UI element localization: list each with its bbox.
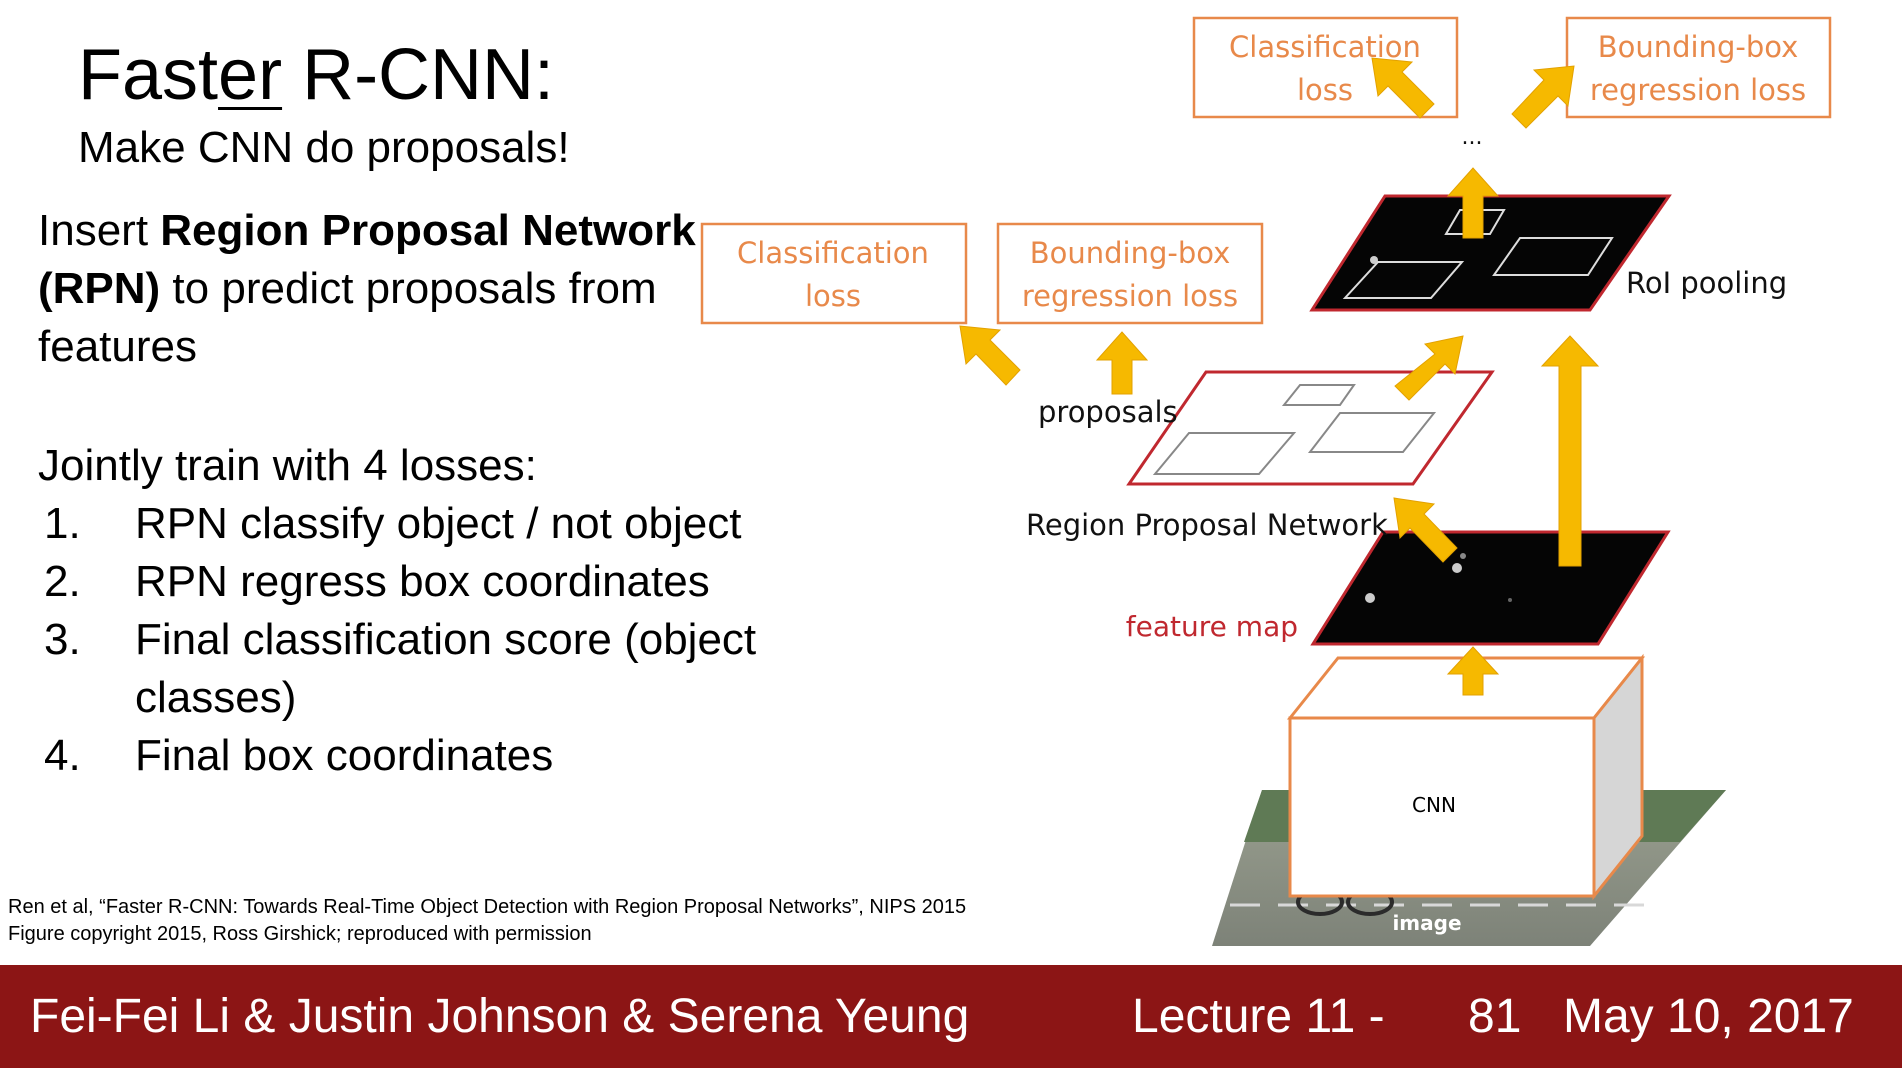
slide-title: Faster R-CNN: (78, 32, 554, 118)
loss-item-number: 1. (44, 499, 81, 548)
footer-authors: Fei-Fei Li & Justin Johnson & Serena Yeu… (30, 990, 970, 1043)
citation-line-1: Ren et al, “Faster R-CNN: Towards Real-T… (8, 896, 967, 918)
arrow-to-top-bbox-loss (1511, 65, 1575, 129)
feature-map-label: feature map (1126, 610, 1298, 643)
loss-item-number: 2. (44, 557, 81, 606)
top-classification-loss-line-2: loss (1297, 73, 1353, 107)
loss-list: 1. RPN classify object / not object 2. RPN… (44, 495, 844, 785)
intro-text-start: Insert (38, 206, 161, 255)
image-label: image (1392, 911, 1461, 935)
rpn-classification-loss-box (700, 222, 968, 325)
citation-line-2: Figure copyright 2015, Ross Girshick; re… (8, 923, 592, 945)
rpn-bbox-loss-line-1: Bounding-box (1030, 236, 1231, 270)
cnn-box (1286, 653, 1646, 901)
arrow-to-rpn-bbox-loss (1095, 331, 1149, 395)
footer-lecture: Lecture 11 - (1132, 990, 1385, 1043)
top-bbox-loss-line-2: regression loss (1590, 73, 1806, 107)
arrow-roi-up (1446, 167, 1500, 239)
loss-item-text: Final classification score (object class… (135, 615, 757, 722)
loss-item-text: RPN classify object / not object (135, 499, 742, 548)
roi-pooling-label: RoI pooling (1626, 266, 1787, 300)
arrow-feature-to-rpn (1393, 497, 1458, 563)
faster-rcnn-diagram: image CNN feature map proposals Region P… (700, 16, 1832, 946)
title-text-underlined: er (218, 35, 283, 115)
proposals-label: proposals (1038, 395, 1178, 429)
slide-subtitle: Make CNN do proposals! (78, 123, 570, 172)
proposals-plane (1126, 370, 1495, 486)
loss-item-text: Final box coordinates (135, 731, 554, 780)
arrow-to-proposals (1394, 335, 1464, 401)
intro-paragraph: Insert Region Proposal Network (RPN) to … (38, 202, 758, 376)
cnn-label: CNN (1412, 793, 1456, 817)
title-text-end: R-CNN: (282, 35, 555, 115)
loss-item: 1. RPN classify object / not object (44, 495, 844, 553)
loss-item-text: RPN regress box coordinates (135, 557, 710, 606)
loss-item-number: 3. (44, 615, 81, 664)
rpn-bbox-loss-line-2: regression loss (1022, 279, 1238, 313)
loss-item: 2. RPN regress box coordinates (44, 553, 844, 611)
rpn-label: Region Proposal Network (1026, 508, 1388, 542)
top-classification-loss-line-1: Classification (1229, 30, 1421, 64)
intro-text-bold: Region Proposal Network (RPN) (38, 206, 696, 313)
loss-item: 4. Final box coordinates (44, 727, 844, 785)
rpn-classification-loss-line-2: loss (805, 279, 861, 313)
top-bbox-loss-line-1: Bounding-box (1598, 30, 1799, 64)
feature-map-plane (1310, 530, 1671, 646)
footer-bar: Fei-Fei Li & Justin Johnson & Serena Yeu… (0, 965, 1902, 1068)
intro-text-end: to predict proposals from features (38, 264, 657, 371)
rpn-classification-loss-line-1: Classification (737, 236, 929, 270)
ellipsis-label: ... (1462, 125, 1483, 150)
roi-pooling-plane (1309, 194, 1672, 312)
rpn-bbox-loss-box (996, 222, 1264, 325)
loss-item: 3. Final classification score (object cla… (44, 611, 844, 727)
arrow-feature-to-roi (1540, 335, 1600, 567)
top-classification-loss-box (1192, 16, 1459, 119)
arrow-to-rpn-classification-loss (959, 325, 1021, 386)
citation: Ren et al, “Faster R-CNN: Towards Real-T… (8, 894, 966, 948)
arrow-to-top-classification-loss (1371, 57, 1435, 119)
footer-date: May 10, 2017 (1563, 990, 1854, 1043)
arrow-cnn-to-feature-map (1446, 646, 1500, 696)
title-text-start: Fast (78, 35, 219, 115)
footer-slide-number: 81 (1468, 990, 1522, 1043)
loss-item-number: 4. (44, 731, 81, 780)
losses-heading: Jointly train with 4 losses: (38, 441, 537, 490)
